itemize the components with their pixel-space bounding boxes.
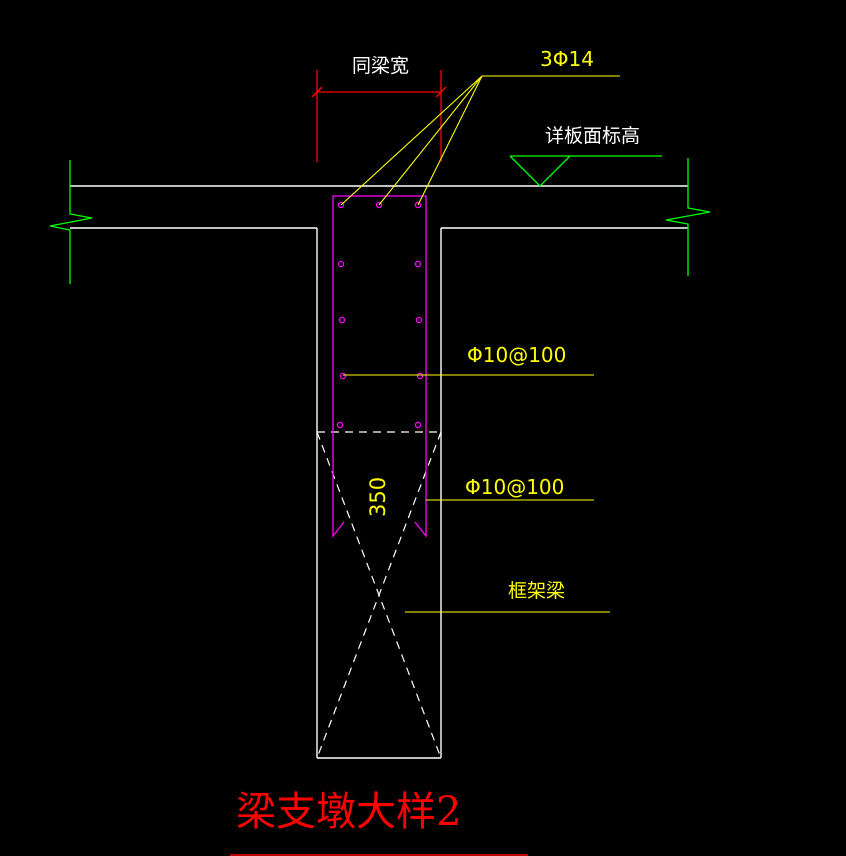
rebar-dot [415, 316, 423, 324]
stirrup-1-label: Φ10@100 [467, 343, 566, 367]
rebar-dot [337, 260, 345, 268]
section-diagonal-2 [316, 431, 442, 759]
top-bars-leader-2 [378, 75, 483, 206]
top-bars-label: 3Φ14 [540, 47, 594, 71]
structure-outline [70, 185, 688, 759]
rebar-dot [414, 201, 422, 209]
right-break-line [665, 158, 711, 276]
stirrup-right-hook [414, 510, 427, 538]
rebar-dot [337, 201, 345, 209]
rebar-dot [414, 260, 422, 268]
frame-beam-section [316, 431, 442, 759]
leader-lines [340, 75, 620, 613]
level-mark-triangle [509, 155, 571, 187]
rebar-dot [416, 372, 424, 380]
dimension-tick-left [311, 86, 323, 98]
left-break-line [49, 160, 93, 284]
rebar-dot [339, 372, 347, 380]
break-lines [49, 158, 711, 284]
slab-level-symbol [509, 155, 662, 187]
rebar-dot [375, 201, 383, 209]
top-bars-leader-1 [340, 75, 483, 206]
dimension-tick-right [435, 86, 447, 98]
beam-width-label: 同梁宽 [352, 55, 409, 77]
slab-level-label: 详板面标高 [545, 125, 640, 147]
frame-beam-label: 框架梁 [508, 580, 565, 602]
stirrup-outline [332, 195, 427, 510]
drawing-title: 梁支墩大样2 [236, 789, 461, 835]
beam-width-dimension [311, 70, 447, 162]
rebar-dot [338, 316, 346, 324]
stirrup-2-label: Φ10@100 [465, 475, 564, 499]
rebar-dot [336, 421, 344, 429]
stirrup-left-hook [332, 510, 345, 538]
rebar-dot [414, 421, 422, 429]
depth-dimension-label: 350 [366, 477, 390, 517]
top-bars-leader-3 [417, 75, 483, 206]
rebar-cage [332, 195, 427, 538]
